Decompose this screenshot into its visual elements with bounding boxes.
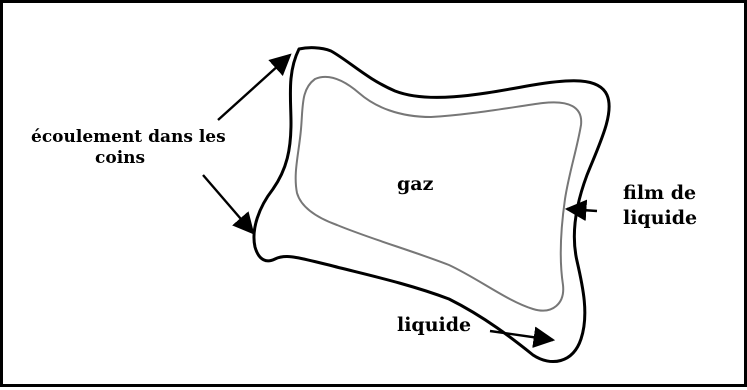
liquid-film-label-line1: film de	[623, 181, 697, 206]
corner-flow-label-line1: écoulement dans les	[31, 127, 226, 147]
liquid-label: liquide	[397, 314, 471, 337]
gas-boundary	[296, 77, 582, 311]
arrow-corner-bottom	[203, 175, 253, 233]
arrow-corner-top	[218, 55, 290, 120]
corner-flow-label-line2: coins	[31, 148, 226, 169]
corner-flow-label: écoulement dans les coins	[31, 127, 226, 168]
gas-label: gaz	[397, 173, 433, 196]
arrow-liquid	[490, 331, 553, 340]
liquid-film-label-line2: liquide	[623, 206, 697, 231]
liquid-film-label: film de liquide	[623, 181, 697, 232]
arrow-film	[567, 209, 597, 211]
